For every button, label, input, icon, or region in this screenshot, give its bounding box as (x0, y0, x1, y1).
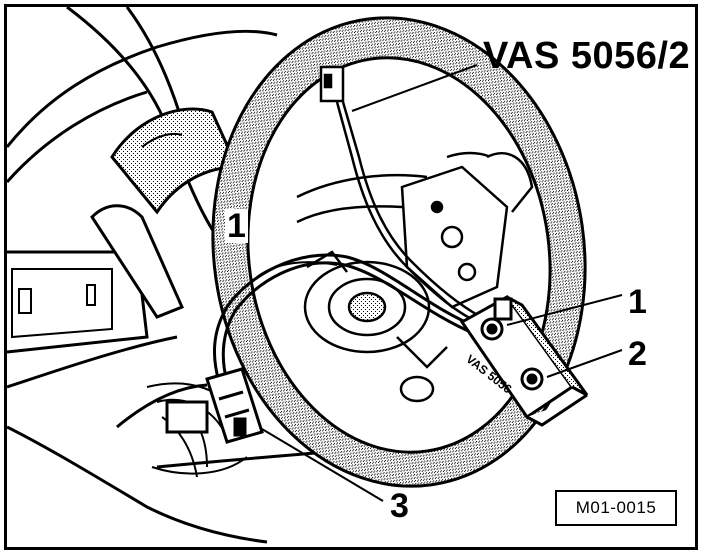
vas-tester-module (459, 295, 589, 427)
instrument-gauge (90, 107, 240, 319)
lower-cable (213, 253, 478, 383)
callout-2: 2 (628, 335, 647, 373)
illustration-frame: VAS 5056/2 1 1 2 3 VAS 5056 M01-0015 (4, 4, 698, 550)
adapter-plug (319, 65, 345, 103)
reference-code-box: M01-0015 (555, 490, 677, 526)
leader-lines (261, 64, 623, 502)
steering-wheel-illustration (7, 7, 623, 544)
adapter-cable (335, 101, 482, 324)
callout-3: 3 (390, 487, 409, 525)
callout-1-left: 1 (225, 207, 248, 245)
tester-title-label: VAS 5056/2 (483, 35, 691, 77)
wiring-connector (205, 367, 264, 444)
column-wiring (146, 382, 248, 478)
callout-1-right: 1 (628, 283, 647, 321)
steering-wheel-rim (211, 16, 587, 488)
